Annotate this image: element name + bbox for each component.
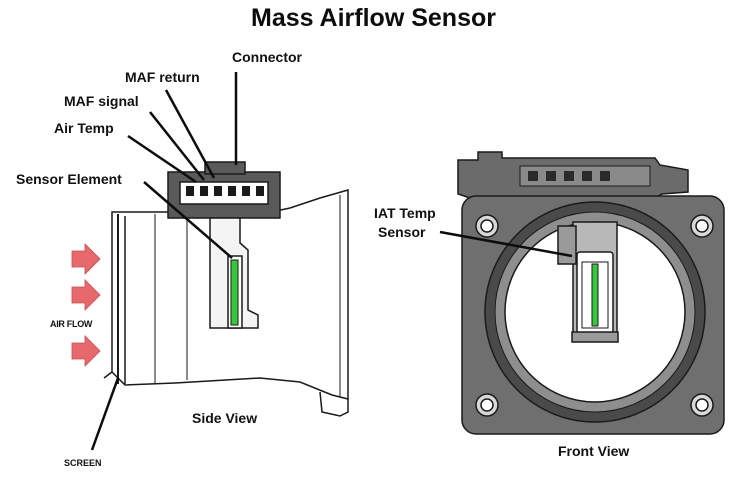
screen-leader (90, 377, 120, 451)
air-flow-arrow-icon (71, 335, 101, 367)
mounting-hole-icon (475, 393, 499, 417)
iat-temp-sensor-label-line1: IAT Temp (374, 205, 436, 221)
front-view-sensor-element (591, 263, 599, 327)
mounting-hole-icon (690, 214, 714, 238)
front-view-drawing (457, 151, 725, 435)
maf-return-label: MAF return (125, 69, 200, 85)
air-flow-arrows (71, 243, 101, 367)
air-temp-label: Air Temp (54, 120, 114, 136)
maf-return-leader (164, 89, 216, 179)
side-view-sensor-element (230, 259, 239, 326)
side-view-label: Side View (192, 410, 258, 426)
side-view-drawing (103, 161, 349, 417)
air-temp-leader (127, 134, 197, 184)
iat-temp-sensor-leader (439, 230, 573, 258)
leader-lines-side (90, 72, 238, 451)
mounting-hole-icon (690, 393, 714, 417)
air-flow-label: AIR FLOW (50, 319, 93, 329)
connector-label: Connector (232, 49, 302, 65)
sensor-element-leader (143, 181, 233, 259)
front-view-label: Front View (558, 443, 630, 459)
screen-label: SCREEN (64, 458, 102, 468)
air-flow-arrow-icon (71, 243, 101, 275)
air-flow-arrow-icon (71, 279, 101, 311)
maf-signal-leader (149, 111, 205, 181)
mounting-hole-icon (475, 214, 499, 238)
iat-temp-sensor-label-line2: Sensor (378, 224, 426, 240)
sensor-element-label: Sensor Element (16, 171, 122, 187)
maf-signal-label: MAF signal (64, 93, 139, 109)
page-title: Mass Airflow Sensor (251, 4, 496, 32)
